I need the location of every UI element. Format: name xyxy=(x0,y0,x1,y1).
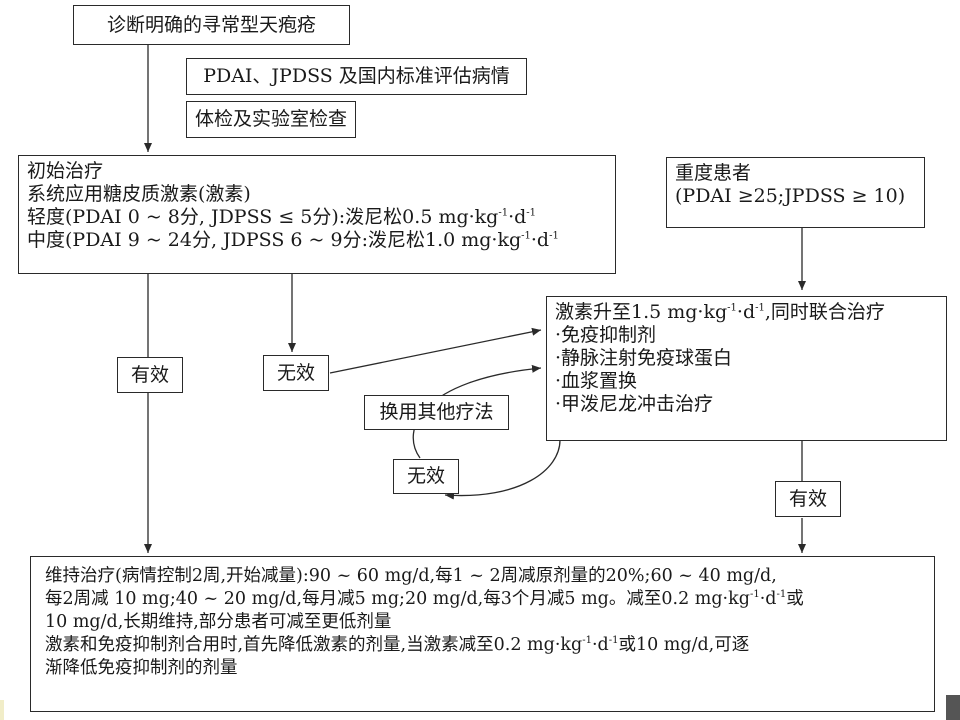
escalation-title: 激素升至1.5 mg·kg-1·d-1,同时联合治疗 xyxy=(555,301,885,323)
maintenance-line5: 渐降低免疫抑制剂的剂量 xyxy=(45,658,238,678)
exams-text: 体检及实验室检查 xyxy=(194,108,347,130)
ineffective-label-top: 无效 xyxy=(263,355,329,391)
maintenance-box: 维持治疗(病情控制2周,开始减量):90 ~ 60 mg/d,每1 ~ 2周减原… xyxy=(30,556,935,712)
escalation-item-pulse-therapy: ·甲泼尼龙冲击治疗 xyxy=(555,393,714,415)
corner-decoration-left xyxy=(0,700,4,720)
assessment-box: PDAI、JPDSS 及国内标准评估病情 xyxy=(186,58,527,95)
arrow-ineffective-to-escalation xyxy=(329,327,542,374)
maintenance-line1: 维持治疗(病情控制2周,开始减量):90 ~ 60 mg/d,每1 ~ 2周减原… xyxy=(45,566,777,586)
diagnosis-text: 诊断明确的寻常型天疱疮 xyxy=(106,13,316,36)
severe-title: 重度患者 xyxy=(675,162,752,184)
escalation-item-ivig: ·静脉注射免疫球蛋白 xyxy=(555,347,733,369)
maintenance-line4: 激素和免疫抑制剂合用时,首先降低激素的剂量,当激素减至0.2 mg·kg-1·d… xyxy=(45,635,750,655)
escalation-item-immunosuppressant: ·免疫抑制剂 xyxy=(555,324,657,346)
effective-label-right: 有效 xyxy=(775,481,841,517)
severe-criteria: (PDAI ≥25;JPDSS ≥ 10) xyxy=(675,185,906,207)
maintenance-line3: 10 mg/d,长期维持,部分患者可减至更低剂量 xyxy=(45,612,392,632)
escalation-box: 激素升至1.5 mg·kg-1·d-1,同时联合治疗 ·免疫抑制剂 ·静脉注射免… xyxy=(546,296,947,441)
assessment-text: PDAI、JPDSS 及国内标准评估病情 xyxy=(203,65,510,87)
effective-label-left: 有效 xyxy=(117,357,183,393)
initial-moderate-line: 中度(PDAI 9 ~ 24分, JDPSS 6 ~ 9分:泼尼松1.0 mg·… xyxy=(27,229,559,251)
severe-patients-box: 重度患者 (PDAI ≥25;JPDSS ≥ 10) xyxy=(666,157,925,228)
initial-line1: 系统应用糖皮质激素(激素) xyxy=(27,183,251,205)
escalation-item-plasma-exchange: ·血浆置换 xyxy=(555,370,638,392)
switch-therapy-box: 换用其他疗法 xyxy=(364,395,509,430)
initial-title: 初始治疗 xyxy=(27,160,104,182)
ineffective-label-bottom: 无效 xyxy=(393,459,459,494)
initial-mild-line: 轻度(PDAI 0 ~ 8分, JDPSS ≤ 5分):泼尼松0.5 mg·kg… xyxy=(27,206,537,228)
exams-box: 体检及实验室检查 xyxy=(186,101,356,138)
diagnosis-box: 诊断明确的寻常型天疱疮 xyxy=(73,5,350,45)
corner-decoration-right xyxy=(946,695,960,720)
arrow-escalation-to-ineffective-loop xyxy=(444,439,561,500)
initial-treatment-box: 初始治疗 系统应用糖皮质激素(激素) 轻度(PDAI 0 ~ 8分, JDPSS… xyxy=(18,155,616,274)
maintenance-line2: 每2周减 10 mg;40 ~ 20 mg/d,每月减5 mg;20 mg/d,… xyxy=(45,589,804,609)
